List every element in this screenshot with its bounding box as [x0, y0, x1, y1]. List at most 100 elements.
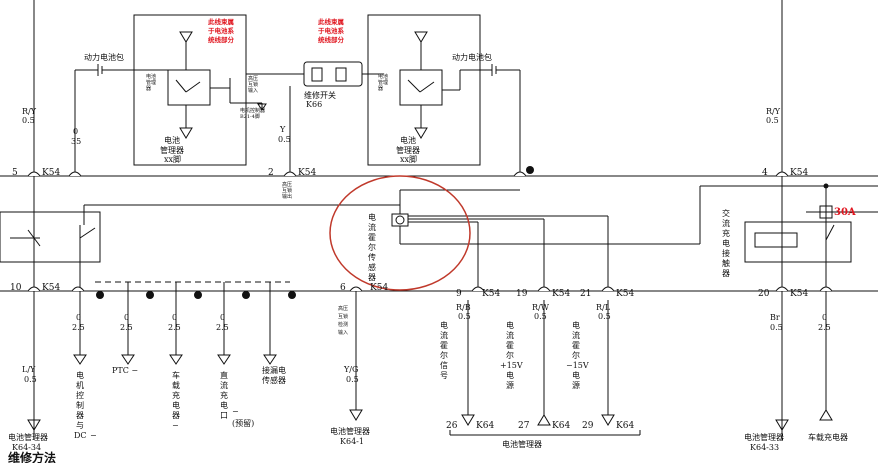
wire-label: Y [279, 125, 286, 134]
relay-tiny-label: 器 [146, 86, 151, 92]
power-pack-right-label: 动力电池包 [452, 52, 492, 62]
svg-text:流: 流 [572, 330, 580, 340]
wire-label: R/L [596, 303, 611, 312]
svg-text:器: 器 [368, 273, 376, 282]
svg-text:电: 电 [506, 320, 514, 330]
svg-text:电: 电 [506, 370, 514, 380]
connector-pin: 6 [340, 283, 346, 293]
hv-io-label: 输入 [248, 87, 258, 94]
connector-code: K54 [790, 289, 808, 299]
connector-pin: 19 [516, 289, 528, 299]
power-pack-left-label: 动力电池包 [84, 52, 124, 62]
svg-text:接: 接 [722, 248, 730, 258]
svg-text:−: − [232, 407, 239, 416]
svg-text:统线部分: 统线部分 [208, 35, 235, 44]
svg-text:统线部分: 统线部分 [318, 35, 345, 44]
svg-text:电池: 电池 [164, 135, 180, 145]
svg-text:(预留): (预留) [232, 418, 254, 428]
connector-pin: 26 [446, 421, 458, 431]
svg-text:载: 载 [172, 380, 180, 390]
hv-interlock-label: 互锁 [282, 187, 292, 194]
svg-text:流: 流 [722, 218, 730, 228]
connector-pin: 20 [758, 289, 770, 299]
leak-sensor-label: 传感器 [262, 375, 286, 385]
motor-dc-label: 电 机 控 制 器 与 DC − [74, 370, 97, 440]
connector-pin: 10 [10, 283, 22, 293]
svg-text:xx脚: xx脚 [164, 154, 181, 164]
hv-io-label: 高压 [248, 75, 258, 82]
svg-text:+15V: +15V [500, 361, 523, 370]
wire-label: 0.5 [598, 312, 611, 321]
svg-text:控: 控 [76, 390, 84, 400]
svg-text:直: 直 [220, 370, 228, 380]
connector-code: K54 [298, 168, 316, 178]
svg-text:传: 传 [368, 252, 376, 262]
fuse-rating: 30A [834, 207, 856, 218]
bms-right-label: 电池 管理器 xx脚 [396, 135, 420, 164]
svg-text:电: 电 [220, 400, 228, 410]
wire-label: 0.5 [766, 116, 779, 125]
svg-text:感: 感 [368, 262, 376, 272]
svg-text:霍: 霍 [440, 341, 448, 350]
wire-label: 35 [71, 137, 81, 146]
highlight-circle [329, 175, 471, 291]
svg-text:口: 口 [220, 411, 228, 420]
svg-text:电: 电 [440, 320, 448, 330]
svg-text:流: 流 [368, 222, 376, 232]
relay-tiny-label: 管理 [146, 79, 156, 86]
svg-text:尔: 尔 [506, 350, 514, 360]
wire-label: 0.5 [278, 135, 291, 144]
svg-text:与: 与 [76, 421, 84, 430]
svg-text:车: 车 [172, 370, 180, 380]
wire-label: 0.5 [458, 312, 471, 321]
relay-tiny-label: 电池 [146, 73, 156, 80]
svg-text:器: 器 [172, 411, 180, 420]
hv-detect-label: 输入 [338, 329, 348, 336]
svg-text:触: 触 [722, 258, 730, 268]
connector-code: K64 [616, 421, 634, 431]
svg-text:−: − [172, 421, 179, 430]
wire-label: 2.5 [818, 323, 831, 332]
red-note-left: 此线束属 于电池系 统线部分 [208, 17, 235, 44]
connector-pin: 29 [582, 421, 594, 431]
connector-code: K54 [370, 283, 388, 293]
svg-text:充: 充 [220, 390, 228, 400]
ac-contactor-label: 交 流 充 电 接 触 器 [722, 208, 730, 278]
svg-text:霍: 霍 [368, 233, 376, 242]
footer-text: 维修方法 [8, 450, 56, 463]
svg-text:电: 电 [368, 212, 376, 222]
current-sensor-label: 电 流 霍 尔 传 感 器 [368, 212, 376, 282]
leak-sensor-label: 接漏电 [262, 365, 286, 375]
wire-label: 0.5 [24, 375, 37, 384]
onboard-charger-label: 车 载 充 电 器 − [172, 370, 180, 430]
bms-k64-33-label: K64-33 [750, 443, 779, 452]
bms-k64-1-label: K64-1 [340, 437, 364, 446]
wire-label: 0.5 [346, 375, 359, 384]
svg-text:电池: 电池 [400, 135, 416, 145]
wire-label: Y/G [343, 365, 358, 374]
maint-switch-code: K66 [306, 100, 322, 109]
connector-pin: 27 [518, 421, 530, 431]
motor-ctrl-label: 电机控制器 [240, 107, 265, 114]
hv-interlock-label: 输出 [282, 193, 292, 200]
svg-text:号: 号 [440, 371, 448, 380]
svg-text:制: 制 [76, 400, 84, 410]
bms-k64-1-label: 电池管理器 [330, 426, 370, 436]
svg-text:尔: 尔 [572, 350, 580, 360]
connector-pin: 5 [12, 168, 18, 178]
bms-k64-33-label: 电池管理器 [744, 432, 784, 442]
connector-code: K64 [552, 421, 570, 431]
wire-label: 0 [220, 313, 225, 322]
wire-label: 2.5 [72, 323, 85, 332]
wire-label: R/W [532, 303, 550, 312]
hv-io-label: 互锁 [248, 81, 258, 88]
connector-code: K54 [552, 289, 570, 299]
svg-text:电: 电 [572, 370, 580, 380]
svg-text:流: 流 [440, 330, 448, 340]
wire-label: 0 [172, 313, 177, 322]
connector-code: K54 [42, 168, 60, 178]
wire-label: R/B [456, 303, 471, 312]
hall-m15-label: 电 流 霍 尔 −15V 电 源 [566, 320, 589, 390]
svg-text:充: 充 [722, 228, 730, 238]
